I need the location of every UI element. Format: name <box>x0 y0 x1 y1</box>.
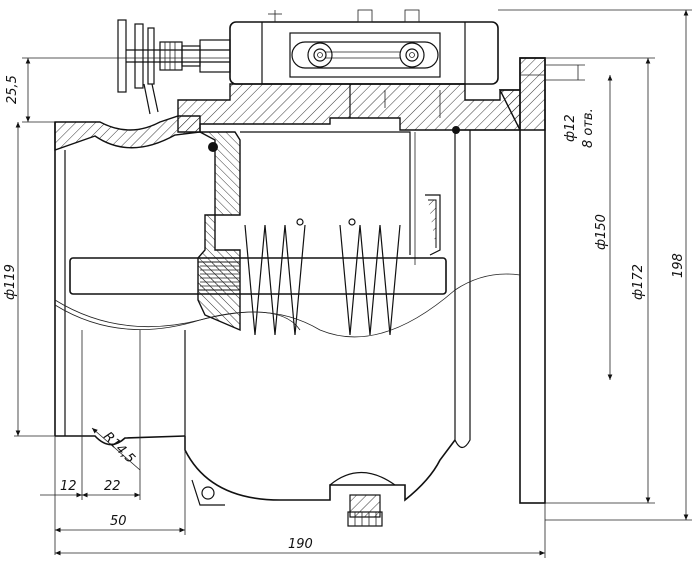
break-line <box>54 273 521 338</box>
inner-chamber <box>240 131 441 265</box>
dim-22: 22 <box>104 479 121 494</box>
dim-119: ф119 <box>3 264 18 300</box>
handwheel-spindle <box>117 19 231 115</box>
dim-190: 190 <box>288 537 313 552</box>
dim-12-linear: 12 <box>60 479 77 494</box>
dim-150: ф150 <box>594 214 609 250</box>
dim-172: ф172 <box>631 264 646 300</box>
dim-8-holes: 8 отв. <box>581 108 596 148</box>
shaft <box>69 257 447 295</box>
inlet-coupling <box>54 115 301 446</box>
springs <box>244 218 401 336</box>
dim-50: 50 <box>110 514 127 529</box>
dim-198: 198 <box>671 253 686 278</box>
dim-r14-5: R14,5 <box>100 429 137 466</box>
body-upper-section <box>177 83 521 133</box>
actuator-housing <box>229 9 499 85</box>
valve-disc <box>197 131 241 332</box>
dim-12-dia: ф12 <box>563 114 578 142</box>
dimension-lines <box>14 9 692 558</box>
body-lower-section <box>184 436 456 527</box>
dim-25-5: 25,5 <box>5 75 20 104</box>
